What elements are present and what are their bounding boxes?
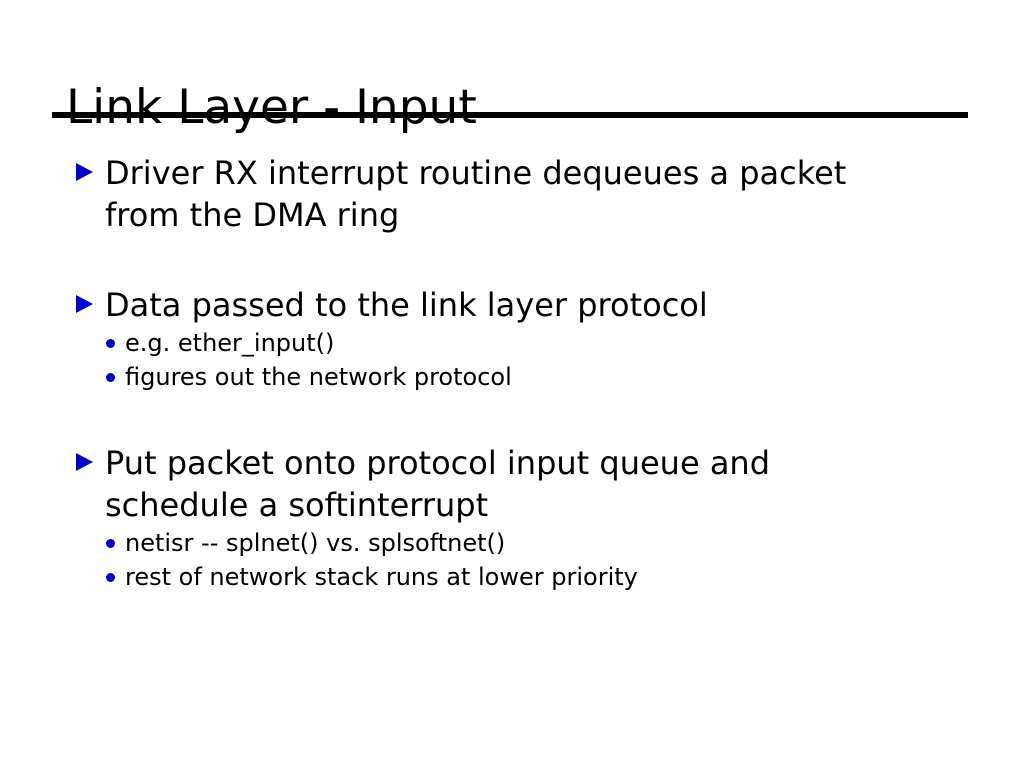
bullet-text: netisr -- splnet() vs. splsoftnet(): [125, 529, 506, 557]
bullet-text: Driver RX interrupt routine dequeues a p…: [105, 154, 847, 234]
bullet-text: figures out the network protocol: [125, 363, 512, 391]
bullet-item-level1: Data passed to the link layer protocol: [0, 284, 1024, 326]
triangle-right-icon: [76, 163, 93, 181]
bullet-text: e.g. ether_input(): [125, 329, 335, 357]
bullet-item-level2: e.g. ether_input(): [0, 326, 1024, 360]
bullet-item-level1: Driver RX interrupt routine dequeues a p…: [0, 152, 1024, 236]
bullet-dot-icon: [106, 573, 115, 582]
bullet-item-level2: figures out the network protocol: [0, 360, 1024, 394]
bullet-dot-icon: [106, 339, 115, 348]
bullet-dot-icon: [106, 539, 115, 548]
group-spacer: [0, 394, 1024, 442]
bullet-text: Data passed to the link layer protocol: [105, 286, 708, 324]
triangle-right-icon: [76, 295, 93, 313]
bullet-text: rest of network stack runs at lower prio…: [125, 563, 638, 591]
bullet-item-level2: rest of network stack runs at lower prio…: [0, 560, 1024, 594]
page-title: Link Layer - Input: [66, 80, 477, 136]
bullet-text: Put packet onto protocol input queue and…: [105, 444, 771, 524]
title-divider: [52, 112, 968, 118]
bullet-group: Data passed to the link layer protocol e…: [0, 284, 1024, 394]
slide-body: Driver RX interrupt routine dequeues a p…: [0, 152, 1024, 594]
bullet-dot-icon: [106, 373, 115, 382]
bullet-item-level2: netisr -- splnet() vs. splsoftnet(): [0, 526, 1024, 560]
bullet-group: Driver RX interrupt routine dequeues a p…: [0, 152, 1024, 236]
triangle-right-icon: [76, 453, 93, 471]
bullet-item-level1: Put packet onto protocol input queue and…: [0, 442, 1024, 526]
bullet-group: Put packet onto protocol input queue and…: [0, 442, 1024, 594]
group-spacer: [0, 236, 1024, 284]
